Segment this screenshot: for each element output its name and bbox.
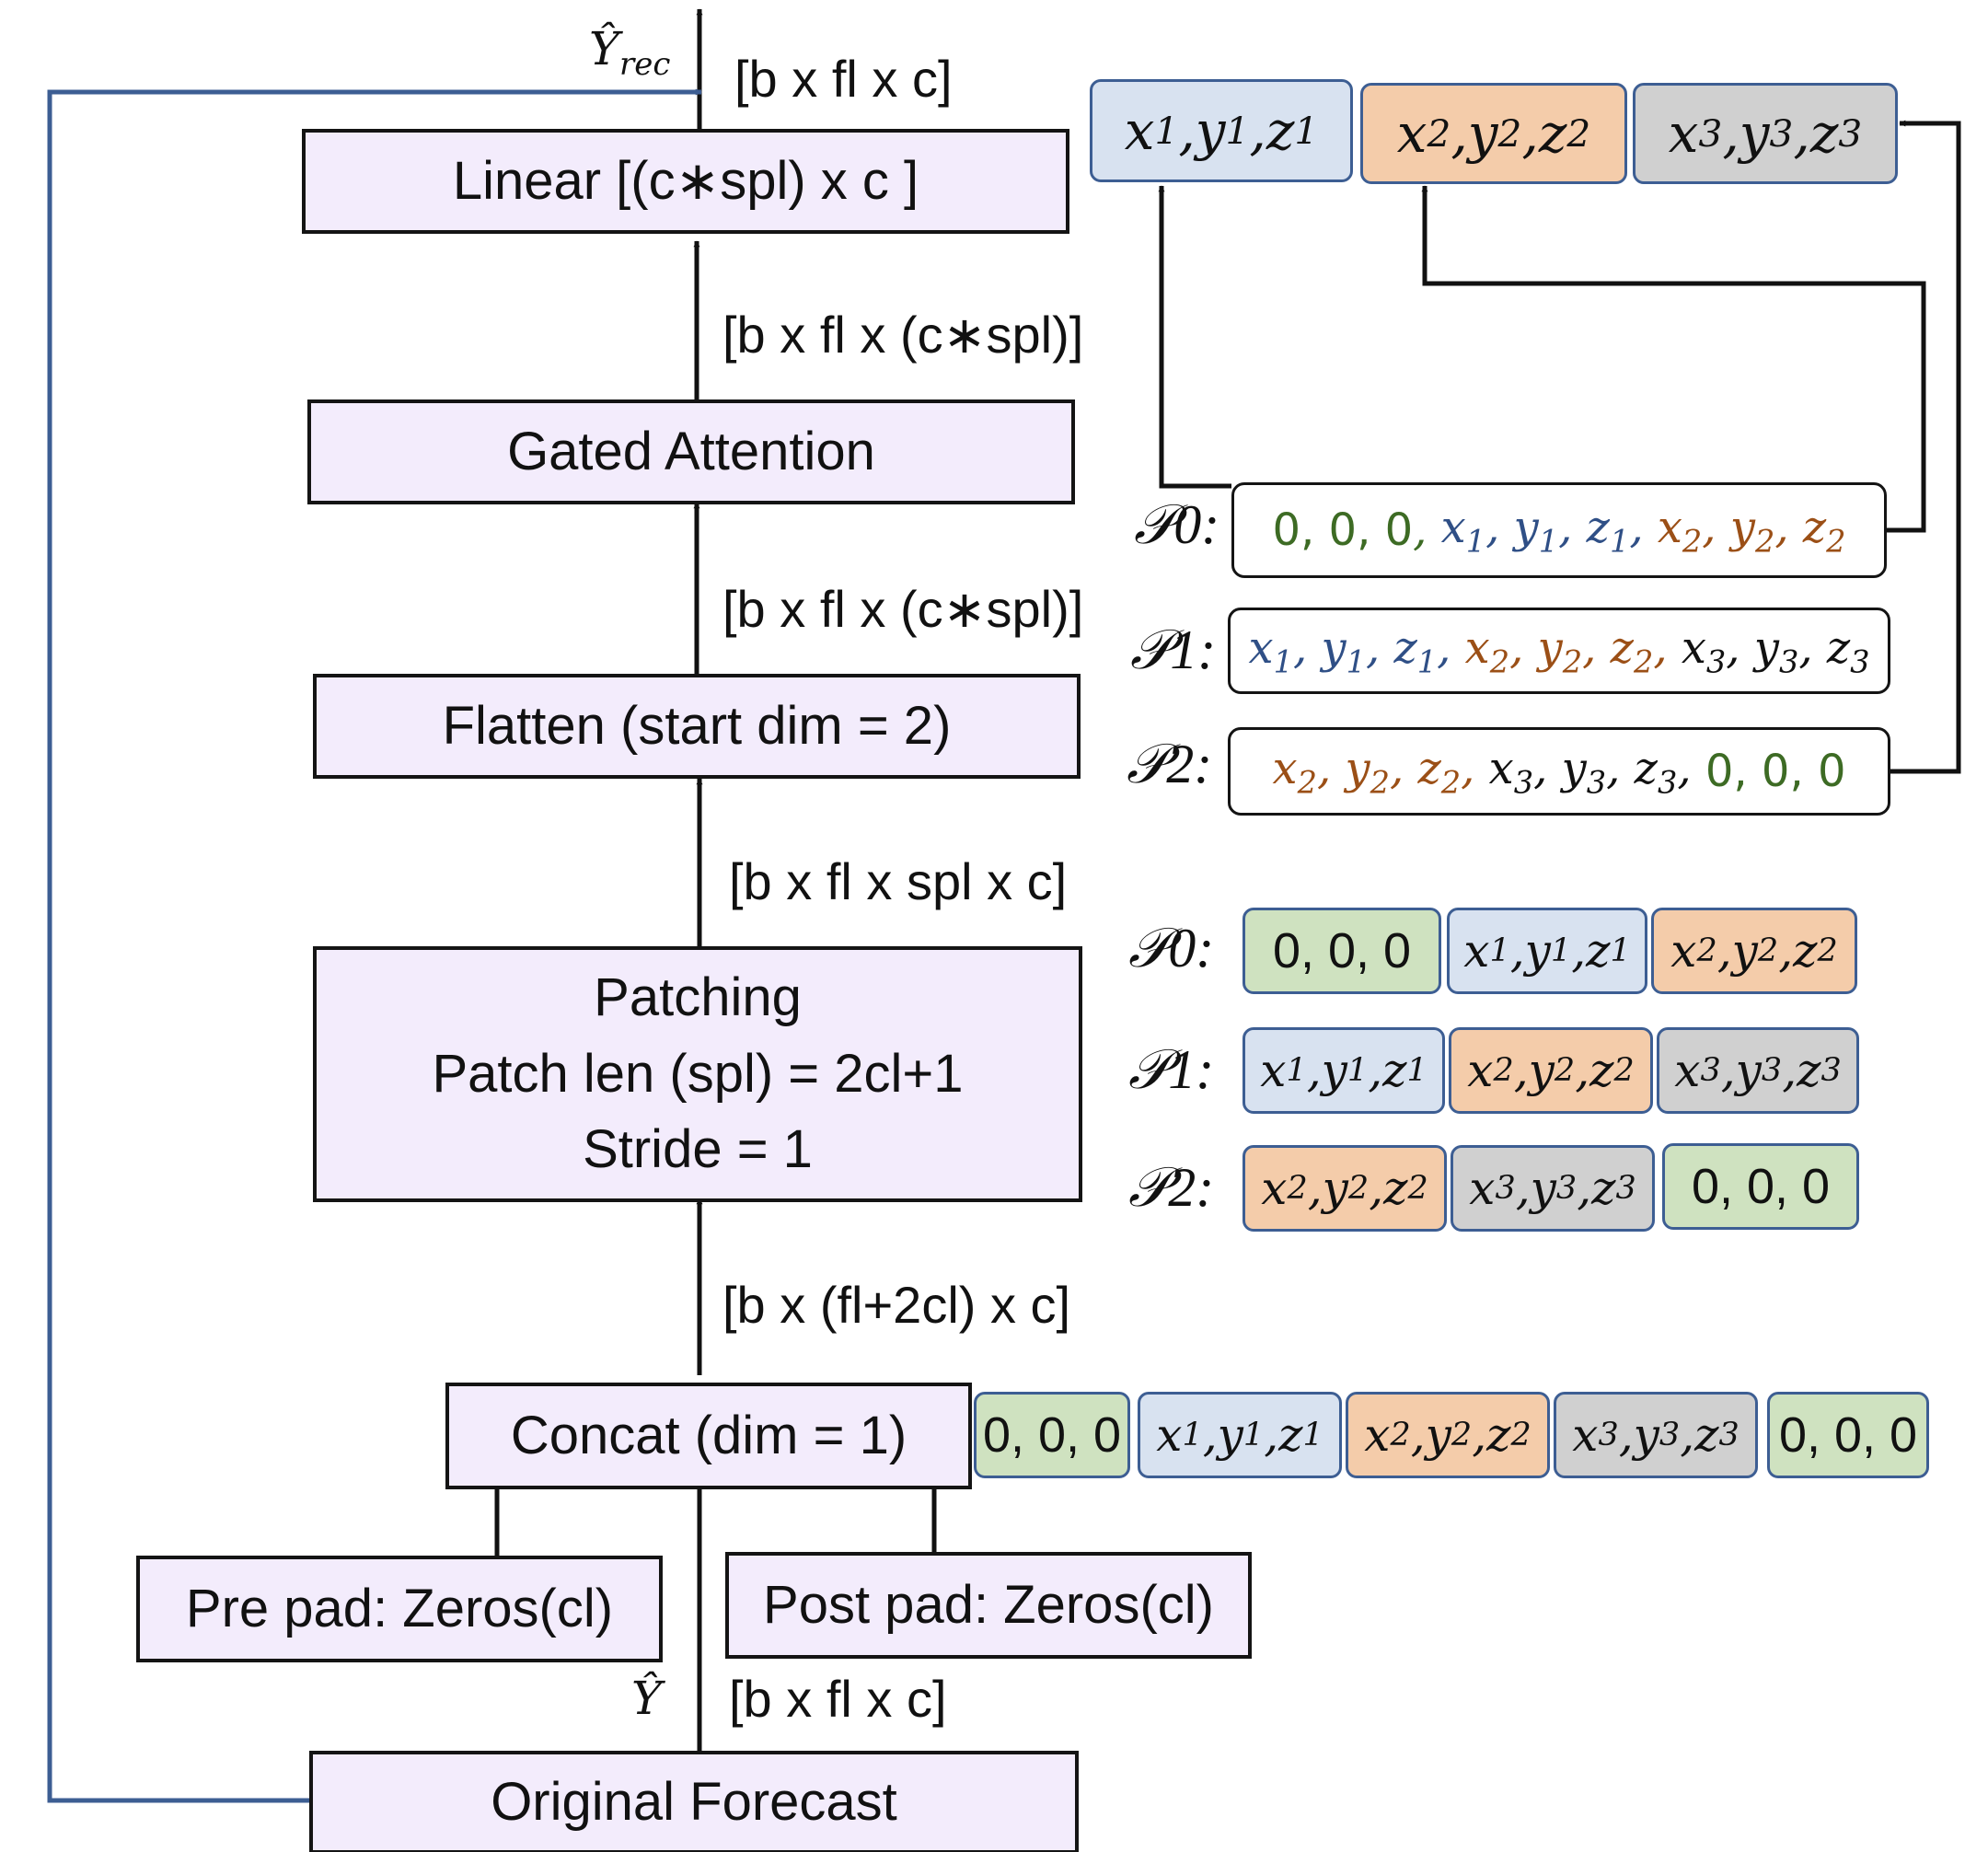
original-forecast-block: Original Forecast xyxy=(309,1751,1079,1852)
gated-attention-block: Gated Attention xyxy=(307,399,1075,504)
patch-p0-cell-zeros: 0, 0, 0 xyxy=(1242,908,1441,994)
concat-block: Concat (dim = 1) xyxy=(445,1383,972,1489)
patching-block: Patching Patch len (spl) = 2cl+1 Stride … xyxy=(313,946,1082,1202)
patch-p0-label: 𝒫0: xyxy=(1128,918,1215,978)
patch-p2-cell-zeros: 0, 0, 0 xyxy=(1662,1143,1859,1230)
dim-output: [b x fl x c] xyxy=(734,50,953,108)
y-hat-symbol: Ŷ xyxy=(631,1672,663,1725)
flat-p1-sequence: x1, y1, z1, x2, y2, z2, x3, y3, z3 xyxy=(1228,608,1890,694)
arrow-p2-to-t3 xyxy=(1889,120,1961,774)
concat-cell-pre-zeros: 0, 0, 0 xyxy=(974,1392,1130,1478)
concat-label: Concat (dim = 1) xyxy=(510,1406,907,1466)
pre-pad-label: Pre pad: Zeros(cl) xyxy=(185,1579,614,1639)
patching-stride-label: Stride = 1 xyxy=(583,1119,813,1180)
dim-after-attention: [b x fl x (c∗spl)] xyxy=(722,306,1084,364)
y-rec-symbol: Ŷrec xyxy=(589,22,671,83)
patch-p1-label: 𝒫1: xyxy=(1128,1039,1215,1100)
post-pad-block: Post pad: Zeros(cl) xyxy=(725,1552,1252,1659)
dim-after-patching: [b x fl x spl x c] xyxy=(729,852,1068,910)
dim-after-flatten: [b x fl x (c∗spl)] xyxy=(722,580,1084,638)
gated-attention-label: Gated Attention xyxy=(507,422,875,482)
pre-pad-block: Pre pad: Zeros(cl) xyxy=(136,1556,663,1662)
arrow-p0-to-t2 xyxy=(1421,185,1926,533)
linear-label: Linear [(c∗spl) x c ] xyxy=(452,151,919,212)
post-pad-label: Post pad: Zeros(cl) xyxy=(763,1575,1214,1636)
flat-p1-label: 𝒫1: xyxy=(1130,619,1217,680)
patch-p2-label: 𝒫2: xyxy=(1128,1157,1215,1218)
patching-title: Patching xyxy=(594,967,802,1028)
flatten-label: Flatten (start dim = 2) xyxy=(442,696,952,757)
patching-length-label: Patch len (spl) = 2cl+1 xyxy=(432,1043,964,1104)
flat-p2-label: 𝒫2: xyxy=(1127,734,1213,794)
original-forecast-label: Original Forecast xyxy=(491,1772,897,1833)
flat-p0-sequence: 0, 0, 0, x1, y1, z1, x2, y2, z2 xyxy=(1231,482,1887,578)
flat-p2-sequence: x2, y2, z2, x3, y3, z3, 0, 0, 0 xyxy=(1228,727,1890,816)
feedback-line xyxy=(47,88,702,1803)
flat-p0-label: 𝒫0: xyxy=(1134,494,1220,555)
linear-block: Linear [(c∗spl) x c ] xyxy=(302,129,1069,234)
dim-forecast: [b x fl x c] xyxy=(729,1670,947,1728)
flatten-block: Flatten (start dim = 2) xyxy=(313,674,1081,779)
arrow-p0-to-t1 xyxy=(1158,185,1231,489)
concat-cell-post-zeros: 0, 0, 0 xyxy=(1767,1392,1929,1478)
dim-after-concat: [b x (fl+2cl) x c] xyxy=(722,1276,1071,1334)
